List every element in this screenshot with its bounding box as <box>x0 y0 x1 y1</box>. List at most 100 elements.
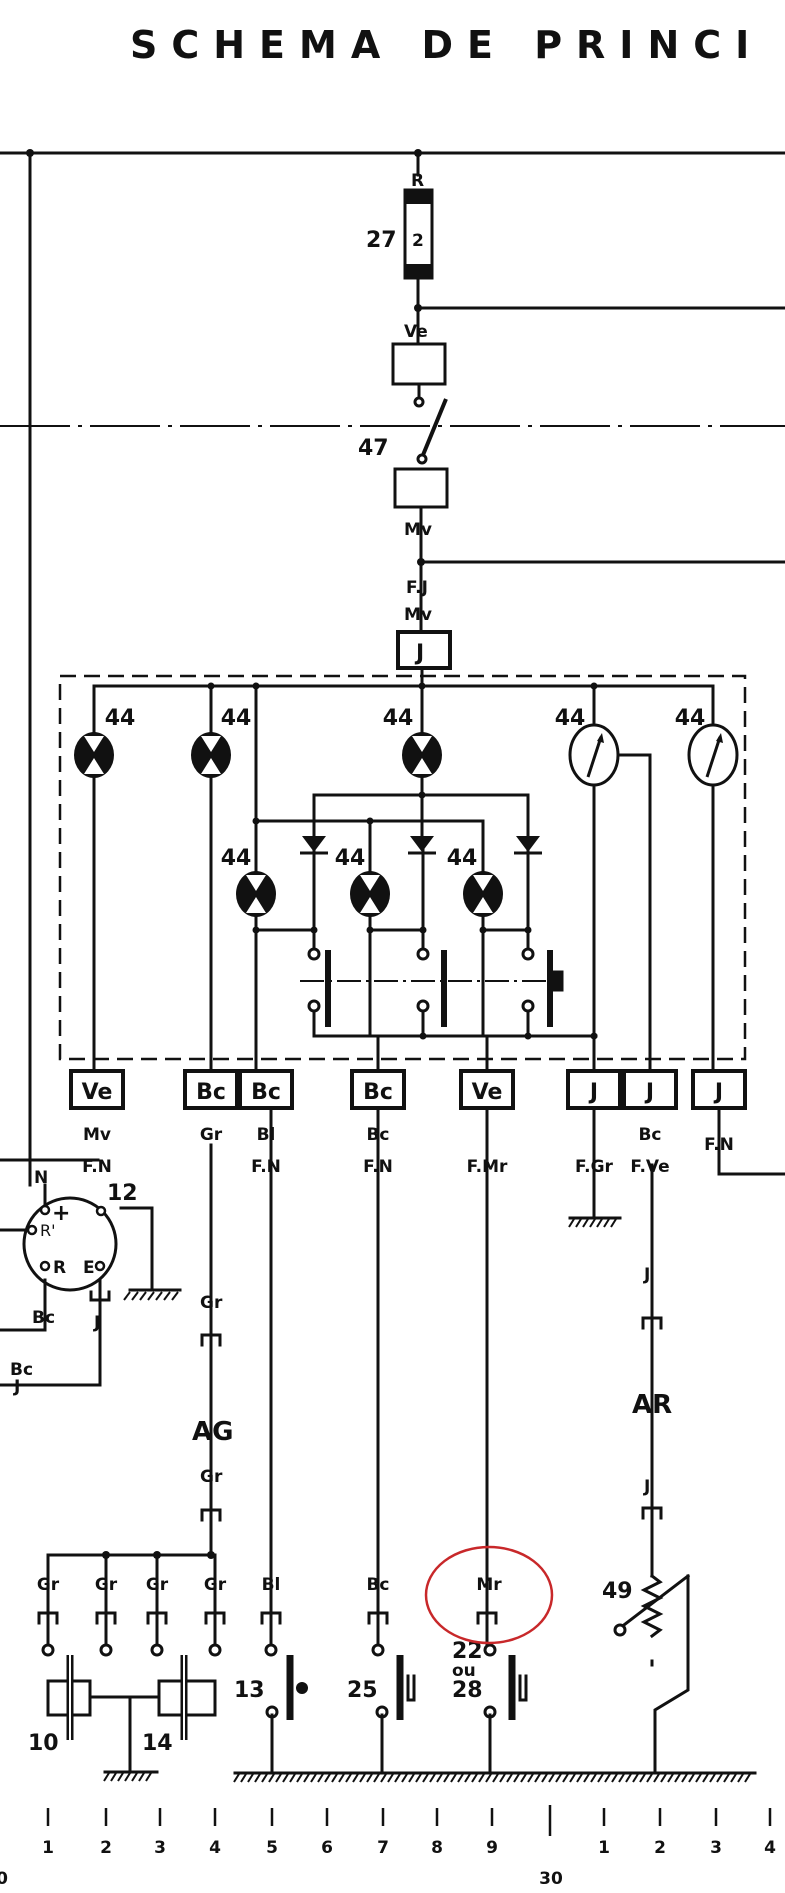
component-49-id: 49 <box>602 1579 633 1604</box>
connector-bc: Bc <box>350 1069 406 1110</box>
wire-color-label: F.Ve <box>630 1157 669 1177</box>
terminal-r-prime: R' <box>40 1221 56 1240</box>
component-14-id: 14 <box>142 1731 173 1756</box>
instrument-panel: 44 44 44 44 44 44 44 44 <box>58 674 747 1073</box>
wire-color-label: F.N <box>82 1157 112 1177</box>
wire-color-label: F.N <box>251 1157 281 1177</box>
ar-harness: J AR J 49 <box>602 1163 691 1775</box>
connector-label: J <box>713 1080 723 1105</box>
warning-lamp-icon <box>463 871 503 917</box>
connector-label: Ve <box>82 1080 113 1105</box>
highlight-circle <box>424 1545 554 1645</box>
j-box-label: J <box>414 641 424 666</box>
ar-j-top: J <box>643 1265 650 1285</box>
terminal-n: N <box>34 1168 48 1188</box>
terminal-r: R <box>53 1258 66 1278</box>
gauge-icon <box>568 723 620 787</box>
wire-j2-label: J <box>13 1377 20 1397</box>
scale-number: 5 <box>266 1838 278 1858</box>
fj-label: F.J <box>406 578 428 598</box>
gauge-icon <box>687 723 739 787</box>
fuse-27 <box>403 188 434 280</box>
ag-harness: Gr AG Gr 10 14 <box>28 1143 233 1774</box>
connector-label: Bc <box>196 1080 226 1105</box>
lamp-number-label: 44 <box>383 706 414 731</box>
connector-ve: Ve <box>459 1069 515 1110</box>
wire-color-label: Gr <box>200 1125 223 1145</box>
lamp-number-label: 44 <box>221 846 252 871</box>
switch-id: 47 <box>358 436 389 461</box>
ground-icon <box>233 1773 751 1783</box>
ve-label: Ve <box>404 322 428 342</box>
connector-j: J <box>691 1069 747 1110</box>
connector-bc: Bc <box>238 1069 294 1110</box>
component-13-id: 13 <box>234 1678 265 1703</box>
terminal-e: E <box>83 1258 95 1278</box>
diode-icon <box>512 834 544 855</box>
scale-number: 6 <box>321 1838 333 1858</box>
warning-lamp-icon <box>402 732 442 778</box>
scale-number: 9 <box>486 1838 498 1858</box>
fuse-wire-label: R <box>411 171 424 191</box>
connector-j: J <box>622 1069 678 1110</box>
lamp-number-label: 44 <box>221 706 252 731</box>
scale-number: 3 <box>154 1838 166 1858</box>
wire-color-label: Bl <box>257 1125 276 1145</box>
ou-label: ou <box>452 1661 476 1681</box>
fuse-id: 27 <box>366 228 397 253</box>
warning-lamp-icon <box>350 871 390 917</box>
connector-label: Bc <box>251 1080 281 1105</box>
scale-number: 4 <box>764 1838 776 1858</box>
terminal-plus: + <box>52 1201 70 1226</box>
connector-ve: Ve <box>69 1069 125 1110</box>
mv2-label: Mv <box>404 605 432 625</box>
scale-edge-number: 0 <box>0 1869 8 1889</box>
j-box <box>396 630 452 670</box>
wire-bc-label: Bc <box>32 1308 55 1328</box>
scale-major-number: 30 <box>539 1869 563 1889</box>
lamp-number-label: 44 <box>447 846 478 871</box>
wire-color-label: Mr <box>476 1575 502 1595</box>
lamp-number-label: 44 <box>105 706 136 731</box>
wire-j-label: J <box>93 1313 100 1333</box>
mv-label: Mv <box>404 520 432 540</box>
ag-gr-bottom: Gr <box>200 1467 223 1487</box>
connector-bc: Bc <box>183 1069 239 1110</box>
scale-number: 1 <box>598 1838 610 1858</box>
connector-label: Bc <box>363 1080 393 1105</box>
ag-label: AG <box>192 1417 233 1447</box>
scale-number: 1 <box>42 1838 54 1858</box>
lamp-number-label: 44 <box>555 706 586 731</box>
component-12: N + 12 R' R E Bc J Bc J <box>0 1158 182 1397</box>
ar-j-bottom: J <box>643 1477 650 1497</box>
top-feed: R 27 2 Ve 47 Mv F.J Mv J <box>0 149 785 1187</box>
connector-label: J <box>644 1080 654 1105</box>
lamp-number-label: 44 <box>675 706 706 731</box>
scale-number: 2 <box>654 1838 666 1858</box>
ar-label: AR <box>632 1390 672 1420</box>
relay-box <box>391 342 447 386</box>
warning-lamp-icon <box>191 732 231 778</box>
component-28-id: 28 <box>452 1678 483 1703</box>
scale-number: 3 <box>710 1838 722 1858</box>
ground-icon <box>103 1772 152 1782</box>
diode-icon <box>406 834 438 855</box>
connector-j: J <box>566 1069 622 1110</box>
scale-number: 7 <box>377 1838 389 1858</box>
warning-lamp-icon <box>236 871 276 917</box>
component-10-id: 10 <box>28 1731 59 1756</box>
diode-icon <box>298 834 330 855</box>
scale-number: 2 <box>100 1838 112 1858</box>
lamp-number-label: 44 <box>335 846 366 871</box>
warning-lamp-icon <box>74 732 114 778</box>
component-12-id: 12 <box>107 1181 138 1206</box>
connector-label: J <box>588 1080 598 1105</box>
wire-color-label: Mv <box>83 1125 111 1145</box>
connector-label: Ve <box>472 1080 503 1105</box>
page-title: SCHEMA DE PRINCI <box>130 23 763 67</box>
fuse-value: 2 <box>412 231 424 251</box>
switch-box <box>393 467 449 509</box>
wire-color-label: Bc <box>638 1125 661 1145</box>
